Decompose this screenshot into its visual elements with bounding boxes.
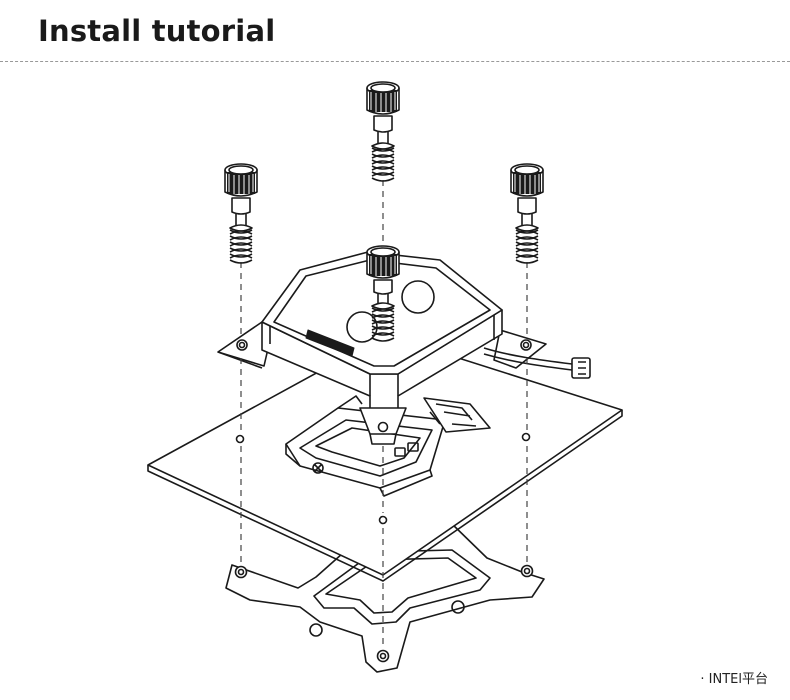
alignment-lines (240, 180, 528, 648)
spring-icon (371, 142, 395, 182)
cpu-socket (285, 395, 491, 497)
spring-icon (515, 224, 539, 264)
title-divider (0, 61, 790, 62)
screw-assembly-right (510, 163, 544, 264)
spring-icon (371, 302, 395, 342)
platform-caption: · INTEl平台 (700, 672, 768, 687)
screw-assembly-center (366, 245, 400, 342)
spring-icon (229, 224, 253, 264)
screw-assembly-top (366, 81, 400, 182)
screw-assembly-left (224, 163, 258, 264)
page-title: Install tutorial (38, 14, 276, 48)
water-block (217, 251, 591, 445)
